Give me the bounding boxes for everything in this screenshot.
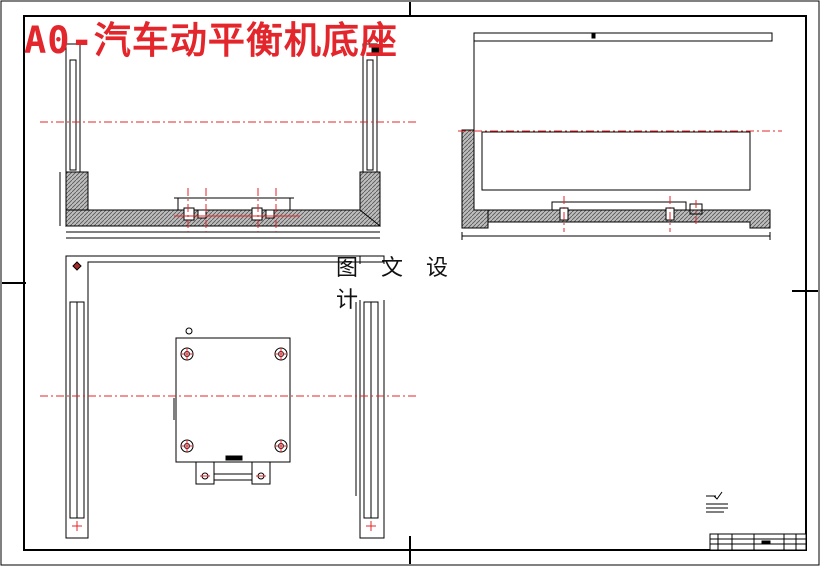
plan-view (65, 255, 385, 539)
plan-hole-marks (72, 348, 376, 531)
front-centerlines (40, 121, 416, 232)
front-section-view (59, 43, 381, 239)
watermark-text: 图 文 设 计 (336, 256, 484, 313)
roughness-notes (706, 491, 728, 513)
side-centerlines (458, 130, 782, 232)
side-section-view (461, 32, 773, 240)
drawing-title: A0-汽车动平衡机底座 (24, 19, 398, 62)
title-block (709, 533, 807, 551)
